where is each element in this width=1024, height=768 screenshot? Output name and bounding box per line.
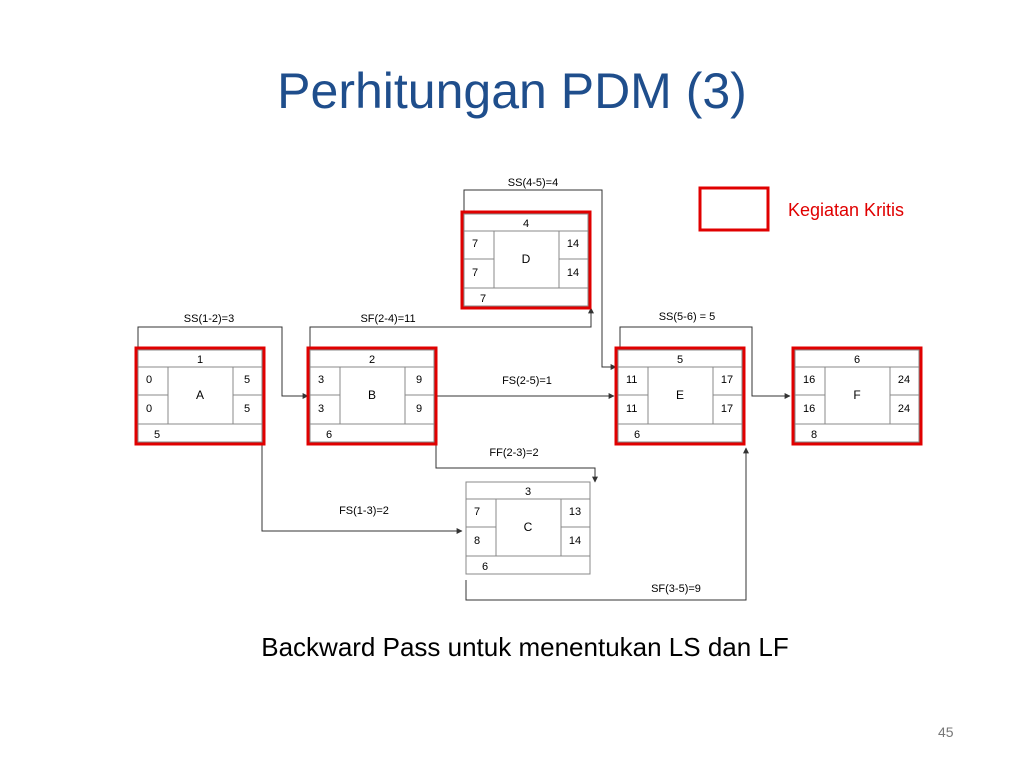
node-lf: 14 — [567, 267, 579, 279]
link-line-ss-4-5 — [463, 189, 617, 370]
node-ef: 5 — [244, 374, 250, 386]
node-number: 2 — [369, 354, 375, 366]
node-number: 3 — [525, 486, 531, 498]
link-label-ss-4-5: SS(4-5)=4 — [508, 177, 558, 189]
node-ef: 17 — [721, 374, 733, 386]
activity-node-e: 5E 11 11 17 17 6 — [614, 346, 746, 446]
activity-node-a: 1A 0 0 5 5 5 — [134, 346, 266, 446]
node-duration: 6 — [634, 429, 640, 441]
connector-labels: SS(1-2)=3 SF(2-4)=11 SS(4-5)=4 FS(2-5)=1… — [184, 177, 716, 595]
link-label-ss-1-2: SS(1-2)=3 — [184, 313, 234, 325]
node-ef: 14 — [567, 238, 579, 250]
critical-outline — [614, 346, 746, 446]
legend-swatch — [698, 186, 770, 232]
node-frame — [617, 349, 743, 443]
critical-outline — [791, 346, 923, 446]
legend: Kegiatan Kritis — [698, 186, 904, 232]
link-line-ss-1-2 — [137, 326, 309, 399]
link-line-ss-5-6 — [619, 326, 791, 399]
node-number: 5 — [677, 354, 683, 366]
critical-outline — [460, 210, 592, 310]
critical-outline — [134, 346, 266, 446]
node-lf: 9 — [416, 403, 422, 415]
node-number: 4 — [523, 218, 529, 230]
node-name: F — [853, 388, 860, 402]
connector-lines — [137, 189, 791, 601]
subtitle: Backward Pass untuk menentukan LS dan LF — [261, 632, 789, 662]
legend-label: Kegiatan Kritis — [788, 200, 904, 220]
node-es: 7 — [472, 238, 478, 250]
node-ef: 24 — [898, 374, 910, 386]
link-label-fs-2-5: FS(2-5)=1 — [502, 375, 552, 387]
page-number: 45 — [938, 724, 954, 740]
activity-node-f: 6F 16 16 24 24 8 — [791, 346, 923, 446]
node-duration: 5 — [154, 429, 160, 441]
link-line-sf-2-4 — [309, 307, 594, 350]
node-frame — [463, 213, 589, 307]
node-duration: 6 — [482, 561, 488, 573]
node-duration: 8 — [811, 429, 817, 441]
slide-title: Perhitungan PDM (3) — [277, 63, 747, 119]
link-label-sf-3-5: SF(3-5)=9 — [651, 583, 701, 595]
node-frame — [794, 349, 920, 443]
link-label-sf-2-4: SF(2-4)=11 — [360, 313, 415, 325]
node-name: A — [196, 388, 204, 402]
node-name: C — [524, 520, 533, 534]
node-lf: 14 — [569, 535, 581, 547]
node-ls: 11 — [626, 403, 637, 415]
link-line-sf-3-5 — [465, 447, 749, 601]
link-label-ss-5-6: SS(5-6) = 5 — [659, 311, 716, 323]
node-es: 16 — [803, 374, 815, 386]
critical-outline — [306, 346, 438, 446]
node-duration: 7 — [480, 293, 486, 305]
node-es: 11 — [626, 374, 637, 386]
node-frame — [465, 481, 591, 575]
link-line-fs-1-3 — [261, 444, 463, 534]
node-frame — [309, 349, 435, 443]
activity-nodes: 1A005552B339963C78131464D77141475E111117… — [134, 210, 923, 575]
node-lf: 5 — [244, 403, 250, 415]
node-ls: 3 — [318, 403, 324, 415]
node-ls: 7 — [472, 267, 478, 279]
node-duration: 6 — [326, 429, 332, 441]
node-name: E — [676, 388, 684, 402]
activity-node-c: 3C 7 8 13 14 6 — [465, 481, 591, 575]
activity-node-b: 2B 3 3 9 9 6 — [306, 346, 438, 446]
node-es: 7 — [474, 506, 480, 518]
node-number: 6 — [854, 354, 860, 366]
node-ef: 13 — [569, 506, 581, 518]
node-es: 0 — [146, 374, 152, 386]
activity-node-d: 4D 7 7 14 14 7 — [460, 210, 592, 310]
node-lf: 24 — [898, 403, 910, 415]
node-ls: 8 — [474, 535, 480, 547]
node-ls: 16 — [803, 403, 815, 415]
node-number: 1 — [197, 354, 203, 366]
node-frame — [137, 349, 263, 443]
node-lf: 17 — [721, 403, 733, 415]
node-ef: 9 — [416, 374, 422, 386]
link-line-ff-2-3 — [435, 444, 598, 483]
node-ls: 0 — [146, 403, 152, 415]
node-name: B — [368, 388, 376, 402]
node-es: 3 — [318, 374, 324, 386]
node-name: D — [522, 252, 531, 266]
link-label-fs-1-3: FS(1-3)=2 — [339, 505, 389, 517]
link-label-ff-2-3: FF(2-3)=2 — [489, 447, 538, 459]
